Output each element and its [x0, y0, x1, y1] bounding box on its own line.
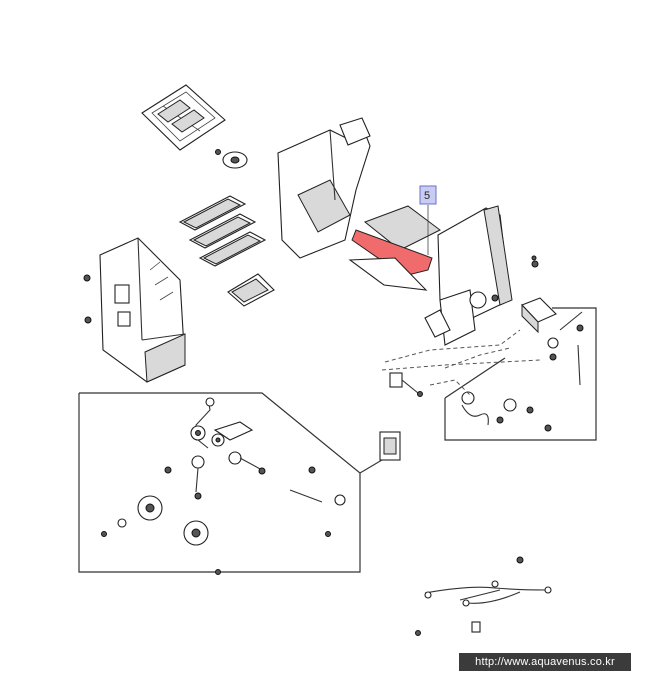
wiring-harness	[415, 556, 552, 636]
left-housing	[83, 237, 186, 383]
watermark-url: http://www.aquavenus.co.kr	[459, 653, 631, 671]
right-subassembly-frame	[444, 307, 597, 441]
linkage-frame	[78, 392, 361, 573]
filter-frame	[141, 84, 226, 151]
right-housing	[424, 205, 539, 346]
callout-5-label: 5	[424, 190, 430, 202]
linkage-parts	[101, 397, 346, 575]
block-connector	[359, 431, 401, 474]
actuator-box	[521, 297, 557, 334]
connection-lines	[381, 329, 541, 396]
callout-5: 5	[419, 185, 437, 255]
heater-core-plates	[178, 195, 275, 307]
small-fan-cap	[215, 149, 248, 169]
highlighted-part-5	[348, 229, 433, 291]
evaporator-core	[363, 205, 441, 251]
center-housing	[277, 117, 371, 259]
connector-part	[389, 372, 423, 397]
